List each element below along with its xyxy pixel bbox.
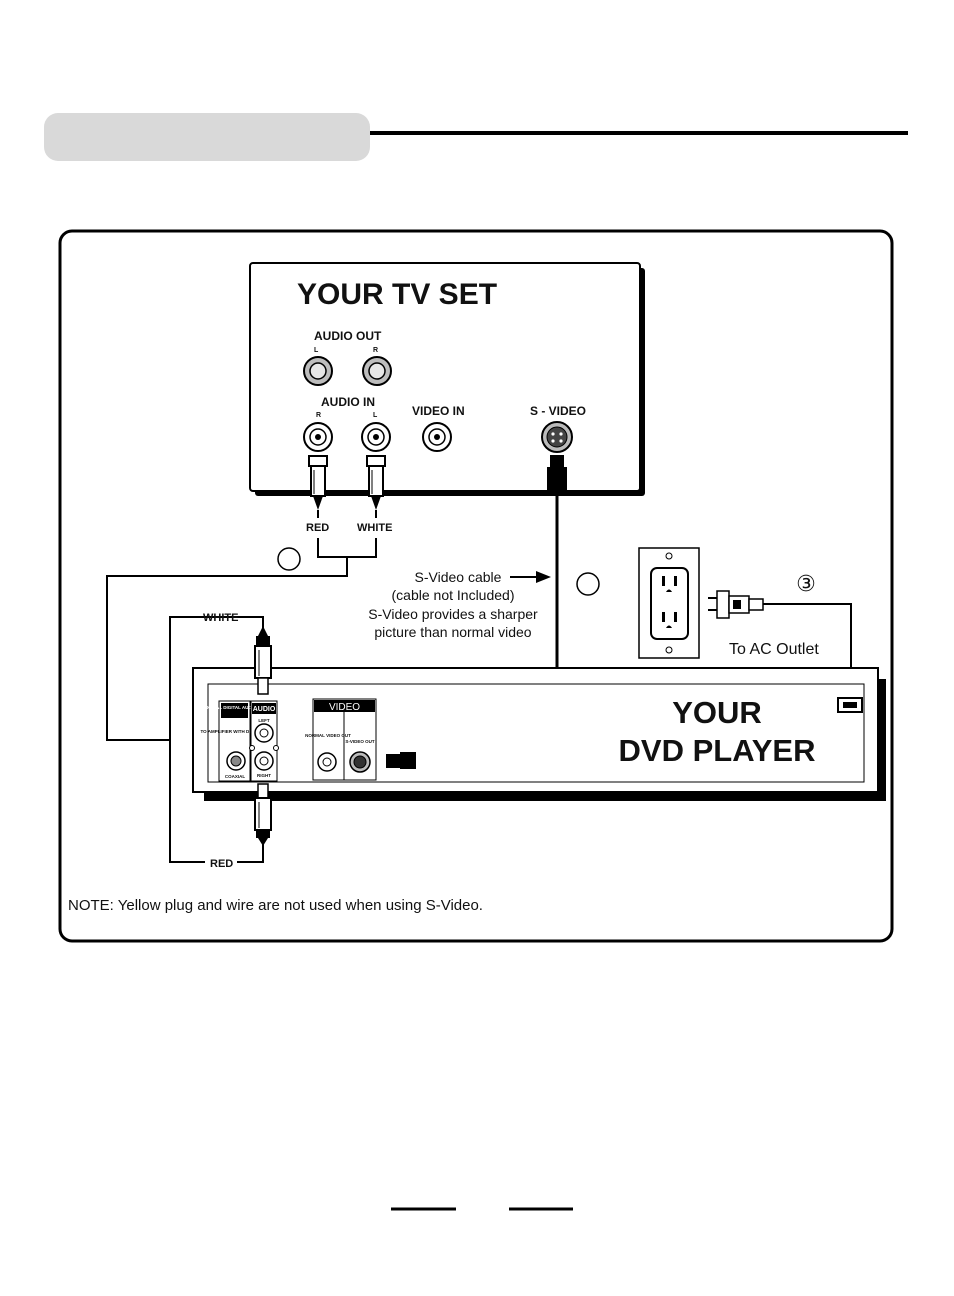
plug-white-label: WHITE	[357, 522, 392, 534]
dvd-audio-right-jack	[254, 751, 274, 771]
red-rca-plug	[308, 455, 328, 518]
tv-title: YOUR TV SET	[297, 278, 497, 311]
audio-left-label: LEFT	[258, 718, 269, 723]
audio-out-left-jack	[303, 356, 333, 386]
audio-right-label: RIGHT	[257, 773, 271, 778]
audio-in-right-label: R	[316, 412, 321, 419]
dvd-red-rca-plug	[254, 783, 272, 846]
dvd-title-line2: DVD PLAYER	[619, 733, 816, 768]
audio-out-label: AUDIO OUT	[314, 329, 382, 343]
svideo-sharper-note: S-Video provides a sharper	[368, 606, 538, 622]
coaxial-jack	[226, 751, 246, 771]
red-cable-label: RED	[210, 858, 233, 870]
white-rca-plug	[366, 455, 386, 518]
step-3-number: ③	[796, 571, 816, 596]
to-ac-outlet-label: To AC Outlet	[729, 641, 819, 658]
video-header: VIDEO	[329, 702, 360, 713]
audio-out-right-label: R	[373, 347, 378, 354]
svideo-plug-tv	[547, 455, 567, 493]
dvd-white-rca-plug	[254, 626, 272, 695]
svideo-not-included: (cable not Included)	[392, 587, 515, 603]
audio-out-left-label: L	[314, 347, 319, 354]
audio-in-left-label: L	[373, 412, 378, 419]
svideo-cable-label: S-Video cable	[415, 569, 502, 585]
svideo-out-label: S-VIDEO OUT	[345, 739, 375, 744]
arrow-right-icon	[510, 571, 551, 583]
svideo-plug-dvd	[386, 752, 416, 769]
step-1-circle	[277, 547, 301, 571]
dvd-title-line1: YOUR	[672, 695, 762, 730]
step-2-circle	[576, 572, 600, 596]
audio-cable	[317, 538, 377, 558]
dvd-power-inlet	[837, 697, 863, 713]
coaxial-sub: TO AMPLIFIER WITH DECODER	[201, 729, 270, 734]
coaxial-header: COAXIAL DIGITAL AUDIO OUT	[202, 705, 268, 710]
audio-out-right-jack	[362, 356, 392, 386]
video-in-label: VIDEO IN	[412, 404, 465, 418]
coaxial-label: COAXIAL	[225, 774, 246, 779]
red-cable-end	[237, 840, 264, 863]
white-cable	[169, 616, 247, 863]
svideo-out-jack	[349, 751, 371, 773]
video-in-jack	[422, 422, 452, 452]
svideo-label: S - VIDEO	[530, 404, 586, 418]
audio-in-label: AUDIO IN	[321, 395, 375, 409]
audio-in-left-jack	[361, 422, 391, 452]
white-cable-label: WHITE	[203, 612, 238, 624]
diagram-frame	[58, 229, 894, 943]
normal-video-out-label: NORMAL VIDEO OUT	[305, 733, 351, 738]
power-plug	[708, 590, 764, 619]
audio-in-right-jack	[303, 422, 333, 452]
audio-cable-trunk	[106, 557, 348, 741]
svideo-picture-note: picture than normal video	[374, 624, 531, 640]
dvd-audio-left-jack	[254, 723, 274, 743]
note-text: NOTE: Yellow plug and wire are not used …	[68, 897, 483, 914]
wall-outlet	[638, 547, 700, 659]
section-heading-banner	[44, 113, 370, 161]
svideo-jack	[541, 421, 573, 453]
normal-video-out-jack	[317, 752, 337, 772]
audio-header: AUDIO	[253, 706, 276, 713]
plug-red-label: RED	[306, 522, 329, 534]
power-cord	[763, 603, 852, 698]
